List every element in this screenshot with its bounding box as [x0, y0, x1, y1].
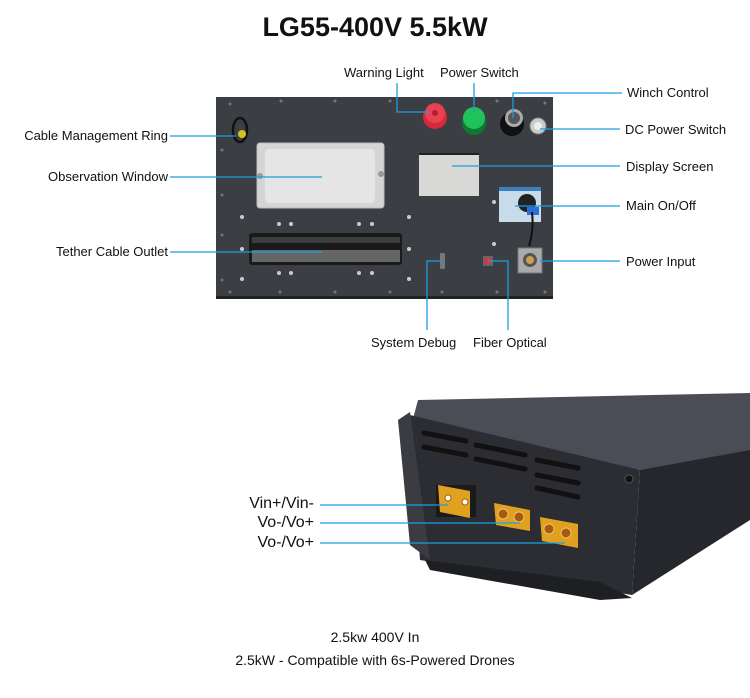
label-winch-control: Winch Control [627, 85, 709, 100]
label-dc-power-switch: DC Power Switch [625, 122, 727, 137]
label-vo-2: Vo-/Vo+ [257, 534, 315, 551]
label-system-debug: System Debug [371, 335, 457, 350]
label-cable-management-ring: Cable Management Ring [24, 128, 168, 143]
control-panel [216, 97, 553, 299]
label-power-input: Power Input [626, 254, 696, 269]
caption-compatibility: 2.5kW - Compatible with 6s-Powered Drone… [235, 652, 515, 668]
label-observation-window: Observation Window [48, 169, 168, 184]
label-display-screen: Display Screen [626, 159, 714, 174]
label-vin: Vin+/Vin- [249, 495, 314, 512]
label-warning-light: Warning Light [344, 65, 424, 80]
label-main-on-off: Main On/Off [626, 198, 696, 213]
caption-input: 2.5kw 400V In [330, 629, 420, 645]
leader-lines [170, 83, 622, 544]
page-title: LG55-400V 5.5kW [262, 12, 488, 42]
power-module [398, 393, 750, 600]
label-vo-1: Vo-/Vo+ [257, 514, 315, 531]
label-power-switch: Power Switch [440, 65, 519, 80]
label-fiber-optical: Fiber Optical [473, 335, 547, 350]
label-tether-cable-outlet: Tether Cable Outlet [55, 244, 168, 259]
